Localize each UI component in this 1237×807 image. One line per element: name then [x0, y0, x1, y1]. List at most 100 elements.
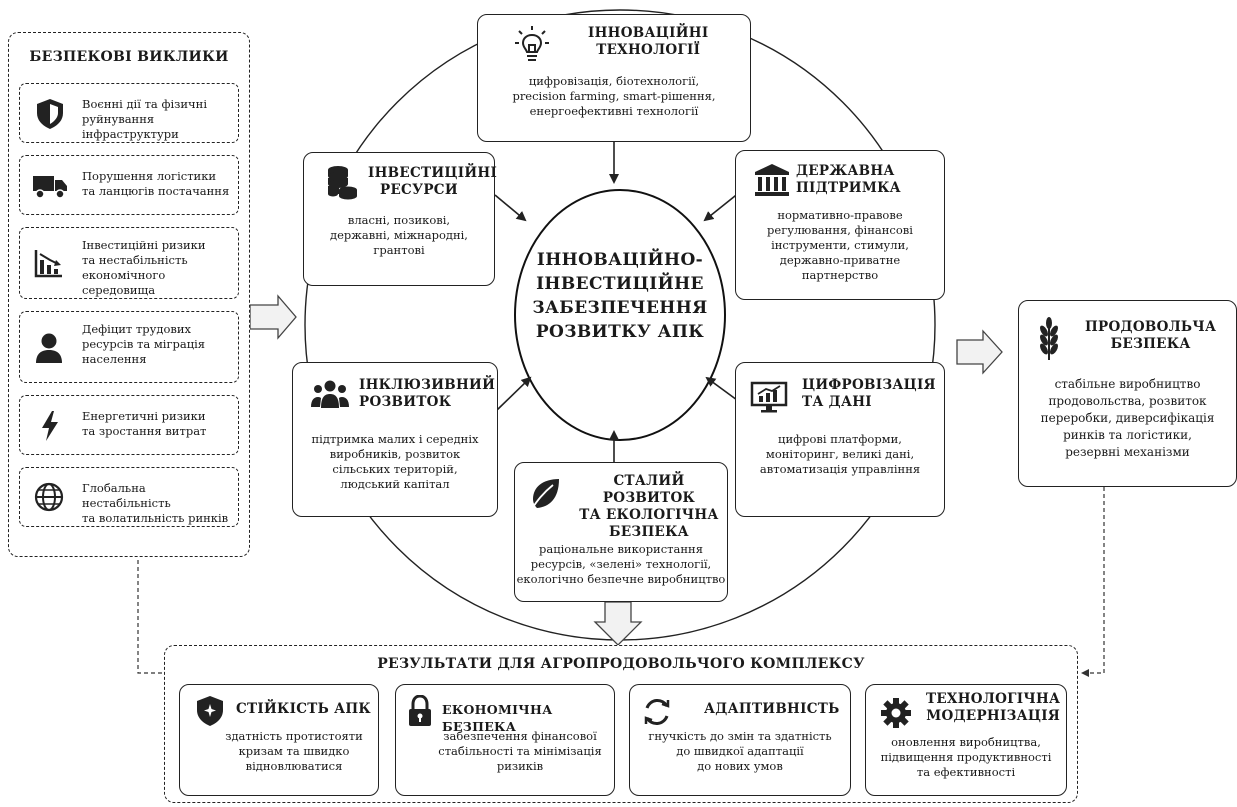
center-title-line: ЗАБЕЗПЕЧЕННЯ — [532, 298, 708, 318]
challenge-text-line: Дефіцит трудових — [82, 322, 192, 336]
text-line: нормативно-правове — [777, 208, 903, 222]
result-text: забезпечення фінансової стабільності та … — [426, 729, 614, 774]
text-line: ринків та логістики, — [1063, 428, 1192, 442]
result-text: здатність протистояти кризам та швидко в… — [210, 729, 378, 774]
challenge-text-line: та зростання витрат — [82, 424, 207, 438]
text-line: цифрові платформи, — [778, 432, 902, 446]
coins-stack-icon — [326, 165, 358, 201]
result-card: СТІЙКІСТЬ АПК здатність протистояти криз… — [179, 684, 379, 796]
text-line: підвищення продуктивності — [880, 750, 1052, 764]
title-line: ТЕХНОЛОГІЇ — [596, 42, 701, 58]
truck-icon — [32, 174, 68, 200]
inclusive-development-text: підтримка малих і середніх виробників, р… — [293, 432, 497, 492]
text-line: автоматизація управління — [759, 462, 921, 476]
state-support-title: ДЕРЖАВНА ПІДТРИМКА — [796, 163, 901, 197]
investment-resources-box: ІНВЕСТИЦІЙНІ РЕСУРСИ власні, позикові, д… — [303, 152, 497, 286]
text-line: продовольства, розвиток — [1048, 394, 1207, 408]
monitor-chart-icon — [750, 381, 788, 413]
dashed-connector-right — [1081, 487, 1105, 677]
investment-resources-text: власні, позикові, державні, міжнародні, … — [304, 213, 494, 258]
innovation-technologies-box: ІННОВАЦІЙНІ ТЕХНОЛОГІЇ цифровізація, біо… — [477, 14, 751, 142]
text-line: precision farming, smart-рішення, — [512, 89, 716, 103]
title-line: РОЗВИТОК — [359, 394, 452, 410]
challenge-text-line: руйнування інфраструктури — [82, 112, 179, 141]
innovation-technologies-title: ІННОВАЦІЙНІ ТЕХНОЛОГІЇ — [588, 25, 708, 59]
food-security-box: ПРОДОВОЛЬЧА БЕЗПЕКА стабільне виробництв… — [1018, 300, 1237, 487]
text-line: стабільне виробництво — [1054, 377, 1201, 391]
big-arrow-right — [956, 329, 1003, 375]
result-card: АДАПТИВНІСТЬ гнучкість до змін та здатні… — [629, 684, 851, 796]
title-line: ТА ЕКОЛОГІЧНА — [579, 507, 719, 523]
text-line: та ефективності — [916, 765, 1016, 779]
title-line: ТА ДАНІ — [802, 394, 872, 410]
cycle-arrows-icon — [642, 697, 672, 727]
title-line: СТАЛИЙ РОЗВИТОК — [602, 473, 696, 506]
sustainable-development-text: раціональне використання ресурсів, «зеле… — [515, 542, 727, 587]
title-line: РЕСУРСИ — [380, 182, 458, 198]
text-line: раціональне використання — [539, 542, 703, 556]
food-security-text: стабільне виробництво продовольства, роз… — [1019, 376, 1236, 461]
text-line: ресурсів, «зелені» технології, — [530, 557, 712, 571]
sustainable-development-title: СТАЛИЙ РОЗВИТОК ТА ЕКОЛОГІЧНА БЕЗПЕКА — [571, 473, 727, 541]
text-line: здатність протистояти — [225, 729, 363, 743]
shield-sparkle-icon — [196, 695, 224, 727]
text-line: відновлюватися — [245, 759, 343, 773]
text-line: гнучкість до змін та здатність — [648, 729, 832, 743]
text-line: партнерство — [801, 268, 879, 282]
text-line: оновлення виробництва, — [891, 735, 1041, 749]
text-line: забезпечення фінансової — [443, 729, 597, 743]
text-line: людський капітал — [340, 477, 450, 491]
challenge-text-line: та нестабільність — [82, 253, 188, 267]
title-line: ІНКЛЮЗИВНИЙ — [359, 377, 496, 393]
text-line: переробки, диверсифікація — [1040, 411, 1215, 425]
challenge-text-line: населення — [82, 352, 147, 366]
result-title: АДАПТИВНІСТЬ — [704, 701, 840, 717]
title-line: ІННОВАЦІЙНІ — [588, 25, 709, 41]
security-challenges-title: БЕЗПЕКОВІ ВИКЛИКИ — [29, 49, 229, 65]
challenge-text-line: економічного середовища — [82, 268, 166, 297]
center-title-line: ІННОВАЦІЙНО- — [536, 250, 704, 270]
text-line: грантові — [373, 243, 425, 257]
title-line: ІНВЕСТИЦІЙНІ — [368, 165, 498, 181]
challenge-text-line: Глобальна нестабільність — [82, 481, 171, 510]
center-title-line: РОЗВИТКУ АПК — [535, 322, 705, 342]
group-people-icon — [311, 379, 349, 409]
text-line: енергоефективні технології — [529, 104, 699, 118]
digitalization-data-box: ЦИФРОВІЗАЦІЯ ТА ДАНІ цифрові платформи, … — [735, 362, 945, 517]
center-title-line: ІНВЕСТИЦІЙНЕ — [536, 274, 704, 294]
wheat-icon — [1037, 317, 1061, 361]
gear-icon — [880, 697, 912, 729]
text-line: екологічно безпечне виробництво — [516, 572, 726, 586]
leaf-icon — [529, 477, 561, 511]
text-line: власні, позикові, — [347, 213, 451, 227]
result-text: оновлення виробництва, підвищення продук… — [866, 735, 1066, 780]
results-panel: РЕЗУЛЬТАТИ ДЛЯ АГРОПРОДОВОЛЬЧОГО КОМПЛЕК… — [164, 645, 1078, 803]
arrow-state — [703, 191, 741, 222]
title-line: ПІДТРИМКА — [796, 180, 901, 196]
big-arrow-left — [249, 294, 297, 340]
text-line: виробників, розвиток — [329, 447, 461, 461]
dashed-connector-left — [137, 553, 173, 677]
state-support-box: ДЕРЖАВНА ПІДТРИМКА нормативно-правове ре… — [735, 150, 945, 300]
title-line: БЕЗПЕКА — [609, 524, 689, 540]
person-icon — [35, 332, 63, 364]
arrow-inclusive — [496, 376, 532, 411]
arrow-investment — [494, 194, 527, 222]
state-support-text: нормативно-правове регулювання, фінансов… — [736, 208, 944, 283]
result-title: СТІЙКІСТЬ АПК — [236, 701, 372, 717]
title-line: БЕЗПЕКА — [1110, 336, 1191, 352]
investment-resources-title: ІНВЕСТИЦІЙНІ РЕСУРСИ — [368, 165, 497, 199]
title-line: ТЕХНОЛОГІЧНА — [926, 691, 1061, 707]
challenge-text-line: Воєнні дії та фізичні — [82, 97, 208, 111]
result-card: ЕКОНОМІЧНА БЕЗПЕКА забезпечення фінансов… — [395, 684, 615, 796]
result-text: гнучкість до змін та здатність до швидко… — [630, 729, 850, 774]
text-line: моніторинг, великі дані, — [765, 447, 915, 461]
text-line: ризиків — [496, 759, 544, 773]
challenge-text-line: та ланцюгів постачання — [82, 184, 230, 198]
